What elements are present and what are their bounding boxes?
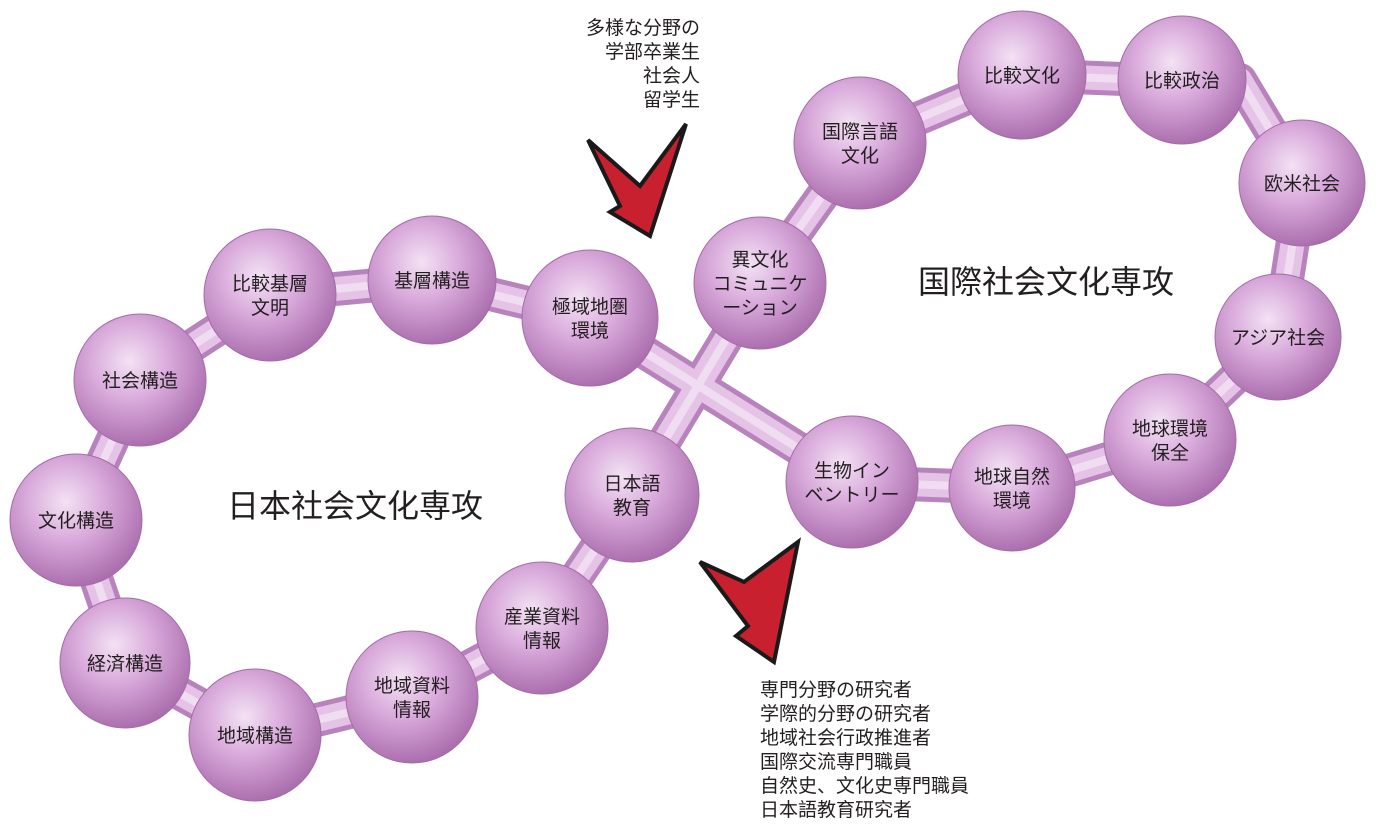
node-circle bbox=[785, 415, 919, 549]
intake-line: 社会人 bbox=[642, 65, 700, 87]
node-label: 教育 bbox=[613, 497, 651, 519]
node-label: 極域地圏 bbox=[552, 296, 628, 318]
node-circle bbox=[693, 216, 827, 350]
node-circle bbox=[948, 424, 1076, 552]
node-label: 文化 bbox=[841, 145, 879, 167]
node-circle bbox=[188, 668, 322, 802]
node-group: 文化構造社会構造比較基層文明基層構造極域地圏環境生物インベントリー地球自然環境地… bbox=[9, 10, 1366, 802]
node-circle bbox=[475, 561, 609, 695]
outcomes-line: 国際交流専門職員 bbox=[760, 751, 913, 773]
node-circle bbox=[59, 597, 191, 729]
outcomes-line: 日本語教育研究者 bbox=[760, 799, 913, 821]
node-circle bbox=[564, 427, 700, 563]
node-label: 産業資料 bbox=[504, 606, 580, 628]
node-label: 経済構造 bbox=[87, 653, 163, 675]
node-circle bbox=[9, 453, 143, 587]
node-label: 文明 bbox=[251, 297, 289, 319]
node-obei: 欧米社会 bbox=[1238, 119, 1366, 247]
node-label: 比較政治 bbox=[1144, 70, 1220, 92]
node-label: 生物イン bbox=[814, 460, 890, 482]
intake-line: 学部卒業生 bbox=[604, 41, 700, 63]
node-circle bbox=[367, 215, 497, 345]
node-label: 欧米社会 bbox=[1264, 173, 1340, 195]
node-hikaku-bunka: 比較文化 bbox=[957, 10, 1087, 140]
program-title-japan: 日本社会文化専攻 bbox=[227, 487, 483, 525]
outcome-arrow bbox=[698, 537, 801, 666]
outcomes-line: 自然史、文化史専門職員 bbox=[760, 775, 970, 797]
node-hikaku-seiji: 比較政治 bbox=[1117, 15, 1247, 145]
outcomes-line: 専門分野の研究者 bbox=[760, 679, 913, 701]
node-circle bbox=[1238, 119, 1366, 247]
node-label: 比較文化 bbox=[984, 65, 1060, 87]
program-title-international: 国際社会文化専攻 bbox=[918, 263, 1174, 301]
node-label: コミュニケ bbox=[712, 273, 807, 295]
node-circle bbox=[957, 10, 1087, 140]
node-label: ベントリー bbox=[804, 484, 899, 506]
node-circle bbox=[1103, 373, 1237, 507]
node-asia: アジア社会 bbox=[1214, 273, 1342, 401]
node-chiiki-kozo: 地域構造 bbox=[188, 668, 322, 802]
node-label: 地域資料 bbox=[374, 675, 450, 697]
outcomes-text: 専門分野の研究者学際的分野の研究者地域社会行政推進者国際交流専門職員自然史、文化… bbox=[760, 678, 969, 822]
outcomes-line: 学際的分野の研究者 bbox=[760, 703, 932, 725]
node-circle bbox=[1117, 15, 1247, 145]
outcomes-line: 地域社会行政推進者 bbox=[760, 727, 932, 749]
node-label: 文化構造 bbox=[38, 510, 114, 532]
node-label: 異文化 bbox=[731, 249, 788, 271]
node-label: ーション bbox=[722, 297, 798, 319]
node-label: 比較基層 bbox=[232, 273, 308, 295]
intake-line: 多様な分野の bbox=[585, 17, 700, 39]
intake-arrow bbox=[586, 122, 688, 240]
node-circle bbox=[73, 313, 207, 447]
intake-line: 留学生 bbox=[642, 89, 700, 111]
node-label: 環境 bbox=[993, 490, 1031, 512]
node-circle bbox=[793, 76, 927, 210]
node-label: 地球環境 bbox=[1132, 418, 1208, 440]
node-circle bbox=[521, 249, 659, 387]
node-keizai: 経済構造 bbox=[59, 597, 191, 729]
node-label: 環境 bbox=[571, 320, 609, 342]
node-label: 地域構造 bbox=[217, 725, 293, 747]
node-label: 国際言語 bbox=[822, 121, 898, 143]
node-label: 基層構造 bbox=[394, 270, 470, 292]
node-kiso-kozo: 基層構造 bbox=[367, 215, 497, 345]
node-bunka-kozo: 文化構造 bbox=[9, 453, 143, 587]
node-circle bbox=[1214, 273, 1342, 401]
node-label: 社会構造 bbox=[102, 370, 178, 392]
node-shakai-kozo: 社会構造 bbox=[73, 313, 207, 447]
intake-text: 多様な分野の学部卒業生社会人留学生 bbox=[540, 16, 700, 112]
node-nihongo: 日本語教育 bbox=[564, 427, 700, 563]
node-label: 日本語 bbox=[603, 473, 660, 495]
node-circle bbox=[203, 228, 337, 362]
node-label: 地球自然 bbox=[974, 466, 1050, 488]
node-circle bbox=[345, 630, 479, 764]
node-label: 保全 bbox=[1151, 442, 1189, 464]
node-label: 情報 bbox=[523, 630, 561, 652]
node-label: 情報 bbox=[393, 699, 431, 721]
node-label: アジア社会 bbox=[1231, 327, 1325, 349]
